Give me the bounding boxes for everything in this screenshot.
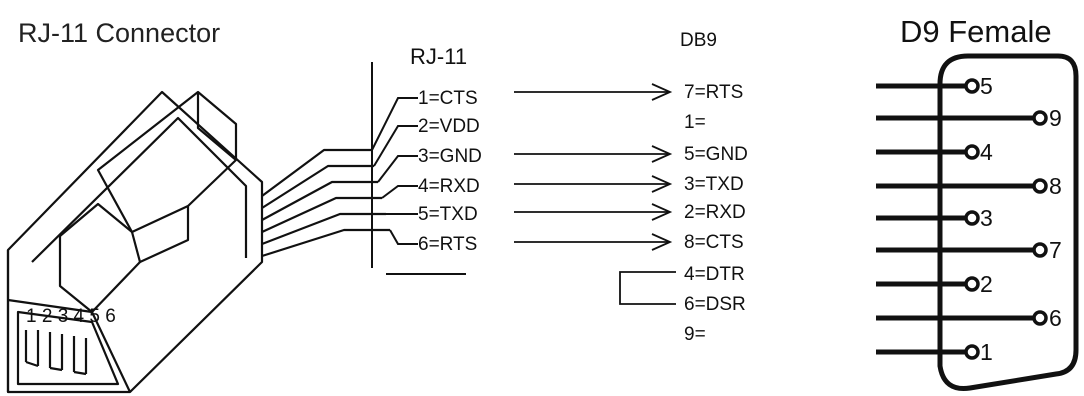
arrow-rxd-to-txd <box>514 175 673 193</box>
db9-pin-label: 3=TXD <box>684 174 744 195</box>
rj11-pin-label: 1=CTS <box>418 88 478 109</box>
rj11-pin-leaders <box>371 62 466 275</box>
db9-pin-label: 8=CTS <box>684 232 744 253</box>
db9-pin-label: 9= <box>684 324 706 345</box>
db9-pin-label: 1= <box>684 112 706 133</box>
arrow-rts-to-cts <box>514 233 673 251</box>
rj11-connector-title: RJ-11 Connector <box>18 18 220 48</box>
d9-connector-shell <box>937 53 1079 392</box>
rj11-pin-label: 3=GND <box>418 146 482 167</box>
d9-pin-number: 6 <box>1049 305 1062 331</box>
d9-pin-number: 7 <box>1049 237 1062 263</box>
d9-pin-number: 3 <box>980 205 993 231</box>
d9-pin-number: 2 <box>980 271 993 297</box>
connection-arrows <box>514 83 676 305</box>
d9-pin-number: 8 <box>1049 173 1062 199</box>
db9-pin-label: 5=GND <box>684 144 748 165</box>
d9-female-title: D9 Female <box>900 14 1052 49</box>
dtr-dsr-loopback <box>619 271 676 305</box>
db9-heading: DB9 <box>680 30 717 51</box>
db9-pin-label: 6=DSR <box>684 294 746 315</box>
rj11-plug-drawing <box>6 90 390 394</box>
d9-pin-number: 1 <box>980 339 993 365</box>
d9-pin-numbers: 5 9 4 8 3 7 2 6 1 <box>980 73 1062 365</box>
rj11-heading: RJ-11 <box>410 44 467 69</box>
d9-pin-number: 5 <box>980 73 993 99</box>
plug-contact-numbers: 1 2 3 4 5 6 <box>26 306 116 327</box>
d9-pin-leads <box>876 83 1034 355</box>
d9-pin-number: 9 <box>1049 105 1062 131</box>
rj11-pin-label: 4=RXD <box>418 176 480 197</box>
d9-pin-number: 4 <box>980 139 993 165</box>
d9-pin-sockets <box>964 78 1048 360</box>
db9-pin-labels: 7=RTS 1= 5=GND 3=TXD 2=RXD 8=CTS 4=DTR 6… <box>684 82 748 345</box>
arrow-cts-to-rts <box>514 83 673 101</box>
db9-pin-label: 7=RTS <box>684 82 743 103</box>
rj11-pin-labels: 1=CTS 2=VDD 3=GND 4=RXD 5=TXD 6=RTS <box>418 88 482 255</box>
db9-pin-label: 4=DTR <box>684 264 745 285</box>
arrow-gnd-to-gnd <box>514 145 673 163</box>
rj11-pin-label: 5=TXD <box>418 204 478 225</box>
rj11-pin-label: 2=VDD <box>418 116 480 137</box>
rj11-pin-label: 6=RTS <box>418 234 477 255</box>
arrow-txd-to-rxd <box>514 203 673 221</box>
db9-pin-label: 2=RXD <box>684 202 746 223</box>
